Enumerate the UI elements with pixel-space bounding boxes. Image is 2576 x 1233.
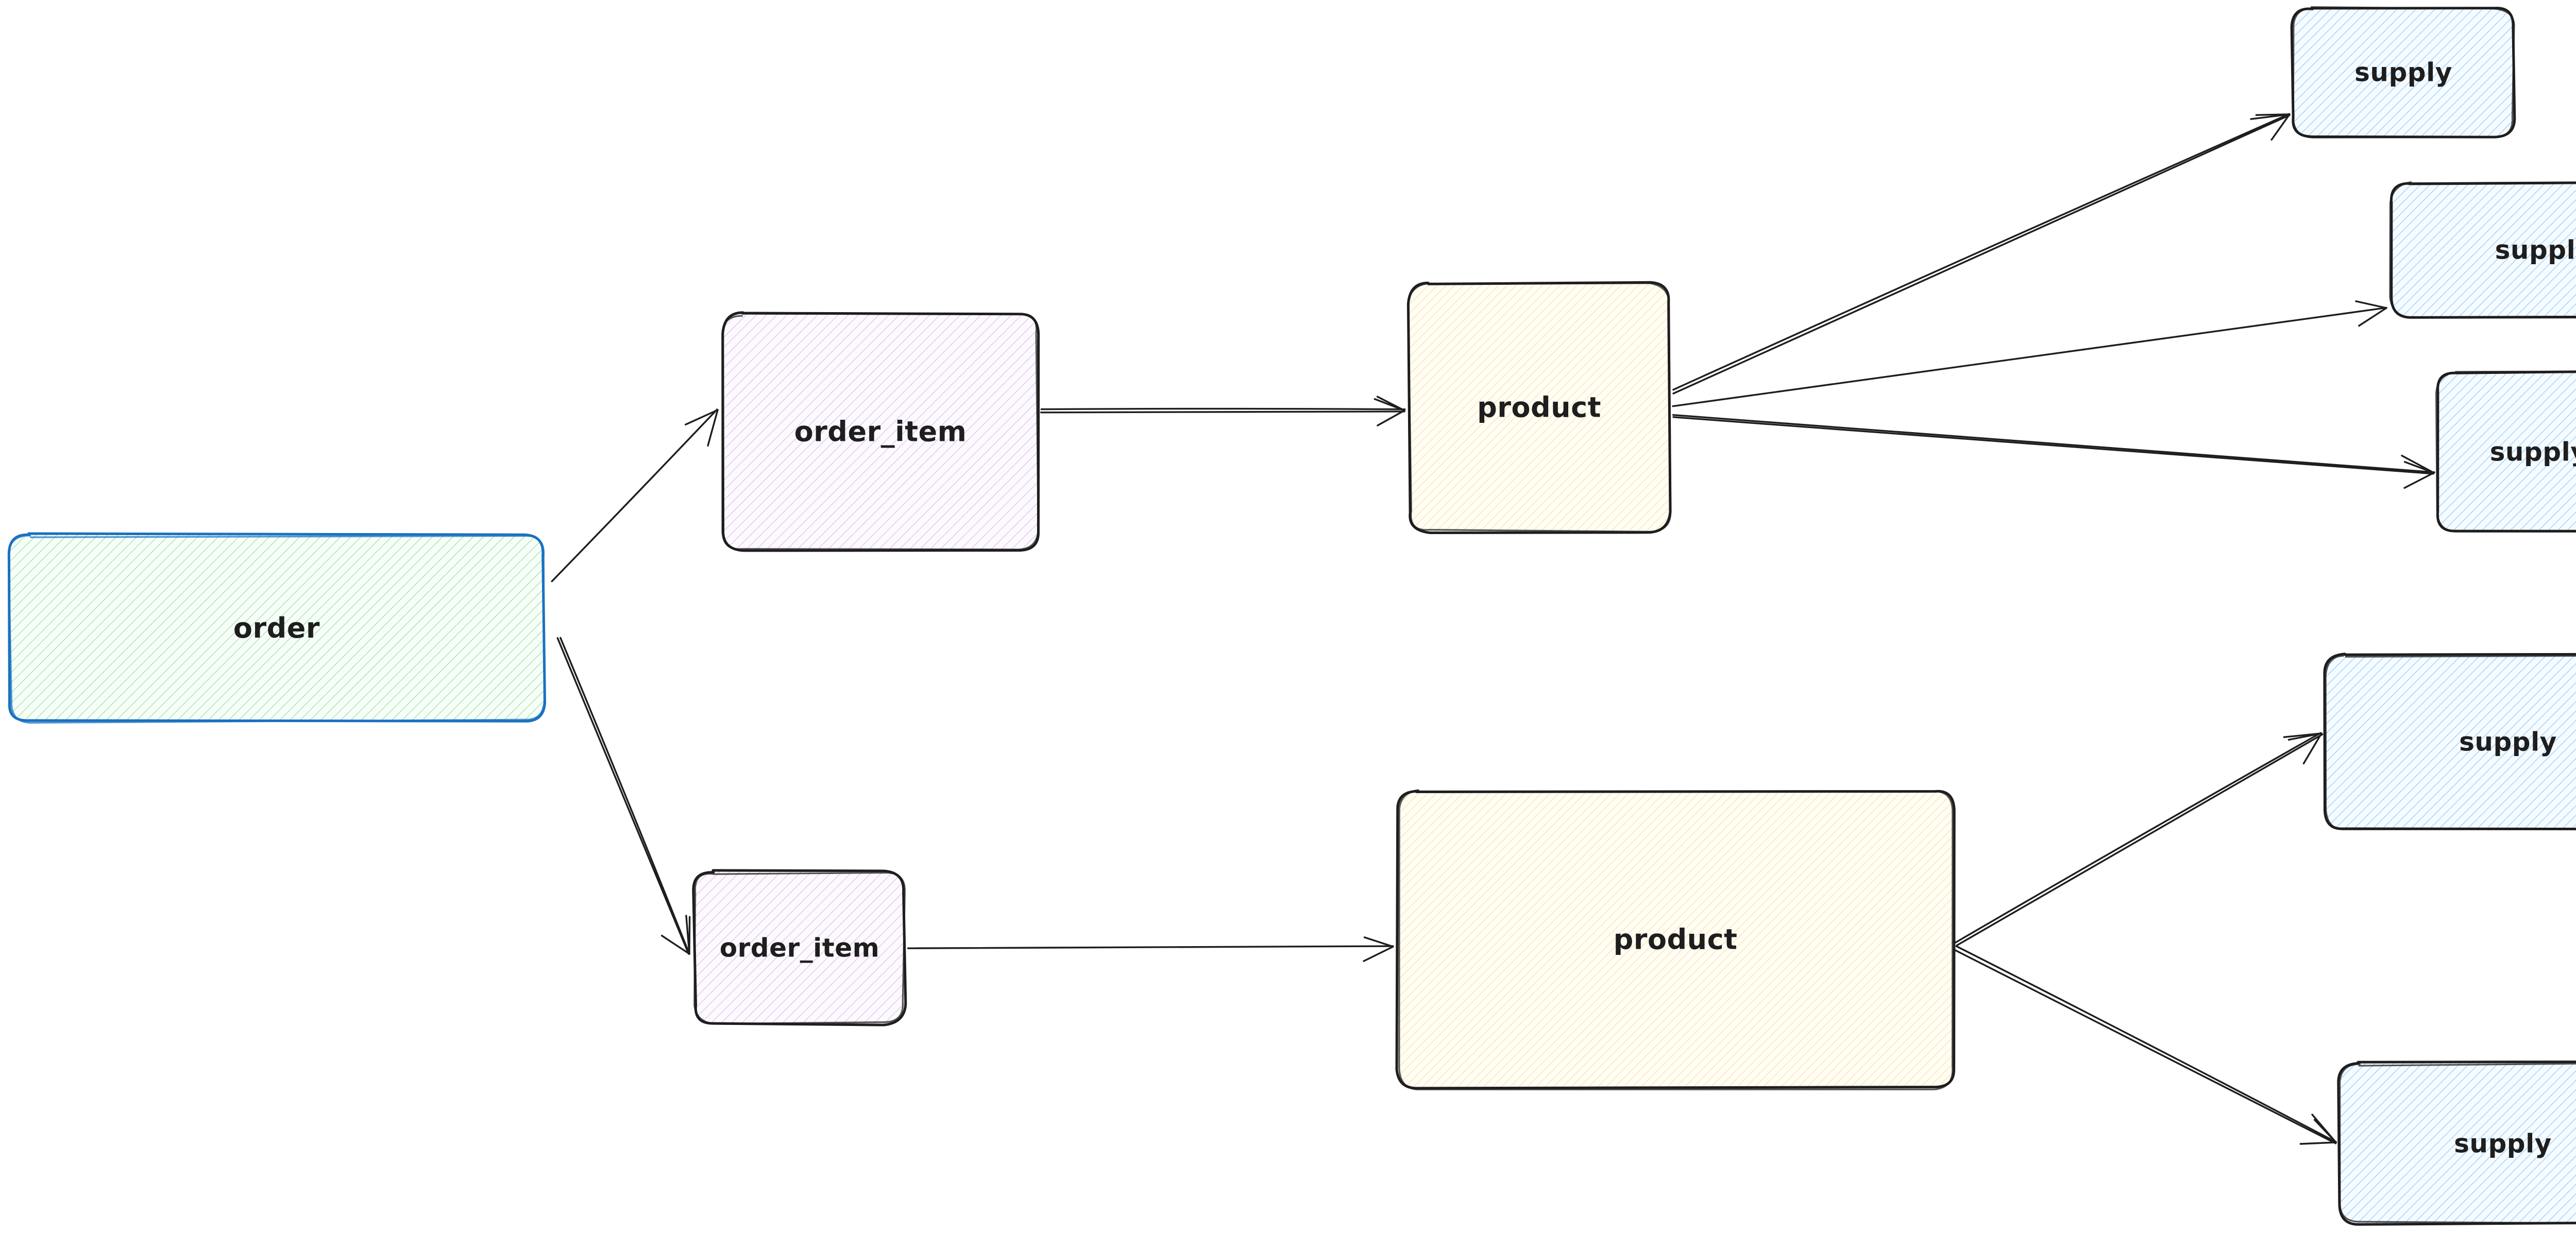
edge-product_top-to-supply_2[interactable] <box>1672 300 2387 407</box>
node-label-product_bottom: product <box>1614 923 1738 956</box>
arrowhead-stroke <box>2255 113 2291 116</box>
node-order_item_top[interactable]: order_item <box>721 311 1040 552</box>
node-product_top[interactable]: product <box>1406 281 1672 534</box>
node-outline <box>1395 790 1956 1090</box>
edge-order-to-order_item_bottom[interactable] <box>556 637 691 955</box>
node-outline-second <box>693 871 906 1025</box>
edge-line <box>1672 306 2387 407</box>
node-supply_2[interactable]: supply <box>2389 181 2576 319</box>
node-product_bottom[interactable]: product <box>1395 789 1956 1090</box>
arrowhead-stroke <box>2401 454 2435 474</box>
node-outline-second <box>1398 789 1954 1090</box>
node-supply_1[interactable]: supply <box>2290 6 2516 139</box>
node-fill-hatch <box>2324 654 2576 829</box>
edge-line <box>1040 410 1405 414</box>
node-fill-hatch <box>2338 1063 2576 1224</box>
node-outline-second <box>2292 6 2515 139</box>
edge-product_top-to-supply_3[interactable] <box>1672 414 2435 489</box>
arrowhead-stroke <box>2302 732 2323 765</box>
arrowhead-stroke <box>2403 472 2435 489</box>
edge-order_item_bottom-to-product_bottom[interactable] <box>907 936 1394 962</box>
edge-line <box>1955 945 2337 1143</box>
node-fill-hatch <box>9 534 545 722</box>
node-fill-hatch <box>2292 7 2515 137</box>
node-outline <box>2337 1060 2576 1226</box>
node-outline <box>692 869 907 1026</box>
arrowhead-stroke <box>660 935 690 955</box>
node-label-supply_5: supply <box>2454 1129 2552 1159</box>
edge-product_top-to-supply_1[interactable] <box>1672 113 2291 395</box>
edge-line <box>907 945 1394 949</box>
node-outline-second <box>721 313 1039 551</box>
node-label-order: order <box>233 612 320 644</box>
nodes-layer: orderorder_itemorder_itemproductproducts… <box>7 6 2576 1226</box>
node-fill-hatch <box>1409 283 1670 533</box>
edge-line <box>1954 949 2337 1144</box>
arrowhead-stroke <box>2270 113 2291 141</box>
edge-order-to-order_item_top[interactable] <box>551 408 719 583</box>
node-outline-second <box>2435 370 2576 533</box>
node-outline-second <box>1407 282 1672 533</box>
node-label-supply_3: supply <box>2490 437 2576 467</box>
node-fill-hatch <box>2436 371 2576 532</box>
arrowhead-stroke <box>2358 307 2387 327</box>
node-supply_4[interactable]: supply <box>2323 653 2576 831</box>
node-order_item_bottom[interactable]: order_item <box>692 869 907 1026</box>
edge-line <box>551 408 718 583</box>
edge-product_bottom-to-supply_4[interactable] <box>1954 732 2324 947</box>
edge-line <box>1672 114 2291 395</box>
edge-line <box>560 637 690 955</box>
node-outline-second <box>2389 181 2576 319</box>
edge-line <box>1672 416 2434 475</box>
node-label-order_item_bottom: order_item <box>720 933 879 963</box>
arrowhead-stroke <box>685 409 719 425</box>
edge-line <box>1672 113 2291 391</box>
arrowhead-stroke <box>1377 409 1405 426</box>
arrowhead-stroke <box>2283 732 2323 738</box>
edge-line <box>1672 414 2435 473</box>
edge-line <box>1956 733 2324 947</box>
edge-line <box>556 637 690 955</box>
arrowhead-stroke <box>688 916 691 955</box>
node-fill-hatch <box>694 871 905 1024</box>
arrowhead-stroke <box>2299 1141 2337 1145</box>
node-supply_3[interactable]: supply <box>2435 370 2576 533</box>
node-outline-second <box>7 535 545 724</box>
node-label-order_item_top: order_item <box>794 416 967 448</box>
arrowhead-stroke <box>2355 300 2387 309</box>
edge-product_bottom-to-supply_5[interactable] <box>1954 945 2337 1145</box>
node-fill-hatch <box>1397 790 1954 1089</box>
arrowhead-stroke <box>1363 936 1394 948</box>
node-label-supply_1: supply <box>2354 58 2452 88</box>
node-order[interactable]: order <box>7 532 546 724</box>
arrowhead-stroke <box>1376 396 1405 412</box>
edge-order_item_top-to-product_top[interactable] <box>1040 396 1406 426</box>
arrowhead-stroke <box>707 409 719 447</box>
node-label-supply_2: supply <box>2495 235 2576 265</box>
node-outline-second <box>2325 655 2576 831</box>
node-outline-second <box>2339 1063 2576 1224</box>
edges-layer <box>551 113 2435 1145</box>
arrowhead-stroke <box>2311 1114 2337 1143</box>
node-fill-hatch <box>2390 183 2576 317</box>
node-supply_5[interactable]: supply <box>2337 1060 2576 1226</box>
node-label-product_top: product <box>1477 391 1601 424</box>
arrowhead-stroke <box>1363 946 1394 962</box>
node-outline <box>2323 653 2576 831</box>
edge-line <box>1954 732 2321 944</box>
node-fill-hatch <box>723 312 1039 551</box>
node-label-supply_4: supply <box>2459 727 2557 757</box>
